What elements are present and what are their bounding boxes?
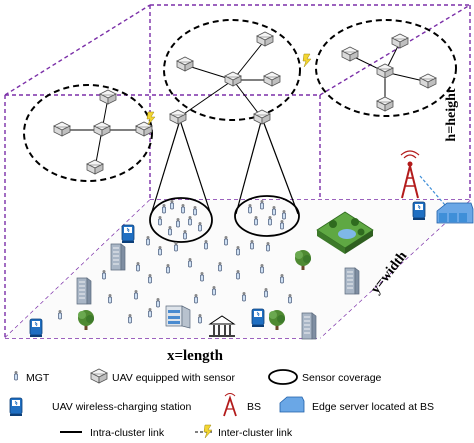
sensor-coverage-area	[149, 197, 213, 243]
bank-icon	[208, 315, 236, 337]
sensor-coverage-icon	[268, 369, 298, 385]
legend-label-edge: Edge server located at BS	[312, 401, 434, 413]
inter-link-icon	[203, 424, 213, 439]
legend-item-uav: UAV equipped with sensor	[90, 368, 235, 384]
inter-cluster-link-icon	[302, 53, 312, 68]
length-axis-label: x=length	[167, 348, 224, 364]
legend-item-charging: UAV wireless-charging station	[9, 397, 191, 417]
legend-item-edge: Edge server located at BS	[279, 396, 434, 413]
intra-cluster-links	[62, 39, 429, 169]
sensor-coverage-cones	[149, 117, 299, 219]
legend-label-bs: BS	[247, 401, 261, 413]
uav-icon	[90, 368, 108, 384]
mgt-icon	[14, 370, 18, 381]
legend-label-charging: UAV wireless-charging station	[52, 401, 191, 413]
legend-label-mgt: MGT	[26, 372, 50, 384]
uav-clusters	[23, 19, 457, 182]
height-axis-label: h=height	[444, 88, 459, 141]
legend-label-inter: Inter-cluster link	[218, 427, 293, 439]
legend-label-uav: UAV equipped with sensor	[112, 372, 235, 384]
legend-label-coverage: Sensor coverage	[302, 372, 382, 384]
legend: MGT UAV equipped with sensor Sensor cove…	[9, 368, 434, 439]
uav-nodes	[53, 31, 437, 175]
bs-edge-link	[419, 175, 446, 206]
edge-server-icon	[279, 396, 305, 413]
park-icon	[316, 211, 374, 254]
legend-item-coverage: Sensor coverage	[268, 369, 382, 385]
legend-item-intra: Intra-cluster link	[60, 427, 165, 439]
charging-station-icon	[9, 397, 23, 417]
legend-label-intra: Intra-cluster link	[90, 427, 165, 439]
legend-item-inter: Inter-cluster link	[195, 424, 293, 439]
sensor-coverage-area	[234, 195, 300, 237]
bs-tower-icon	[400, 150, 420, 199]
buildings	[76, 243, 360, 340]
edge-server-icon	[436, 202, 474, 224]
bs-icon	[223, 395, 237, 417]
legend-item-bs: BS	[223, 393, 261, 417]
legend-item-mgt: MGT	[14, 370, 50, 384]
